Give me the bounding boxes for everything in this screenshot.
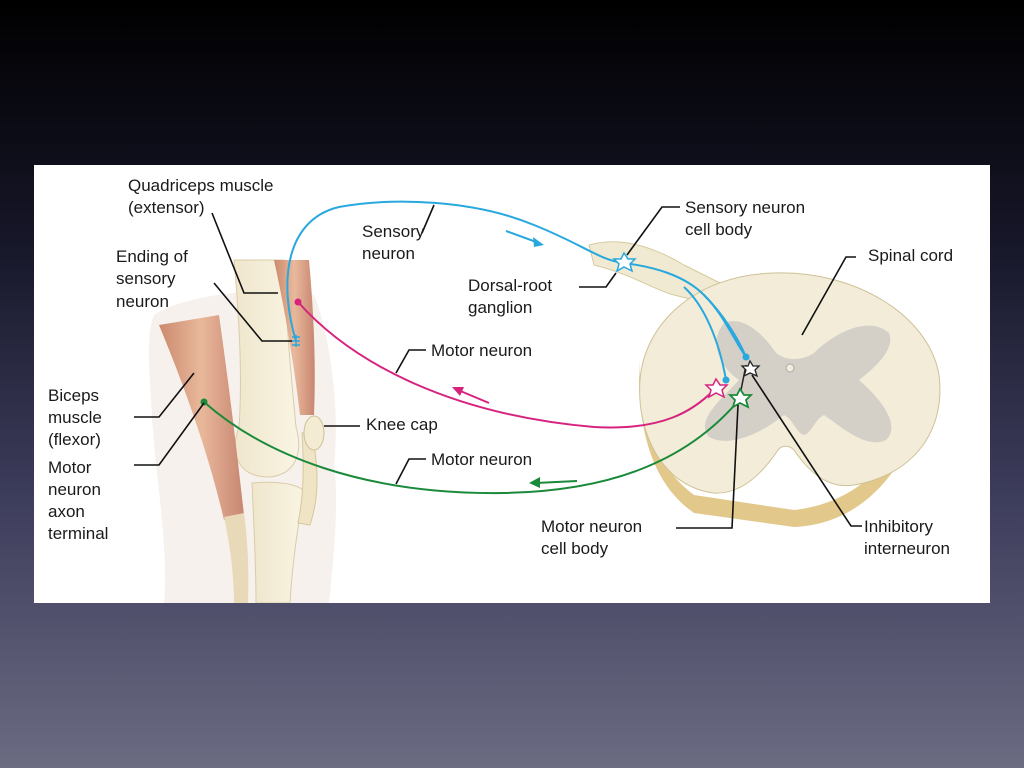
leader-spinal-cord [801,256,856,336]
biceps-tendon [224,513,249,603]
leader-motor-bottom [395,458,426,485]
motor-neuron-flexor-path [203,399,740,495]
cell-bodies [612,251,761,409]
reflex-diagram-panel: Quadriceps muscle (extensor) Ending of s… [34,165,990,603]
sensory-branch-to-motor [683,286,727,381]
sensory-neuron-path [286,200,747,358]
sensory-terminal-dot-2 [722,376,730,384]
leader-ending [213,282,292,342]
gray-matter [704,321,892,443]
label-dorsal-root: Dorsal-root ganglion [468,276,557,317]
motor-extensor-cell-body-star [704,377,729,399]
motor-flexor-terminal [200,398,208,406]
label-knee-cap: Knee cap [366,415,438,434]
label-motor-neuron-top: Motor neuron [431,341,532,360]
motor-flow-arrowhead-bottom [529,477,540,488]
leader-motor-cell-body [676,404,739,529]
biceps-muscle-shape [159,315,244,520]
motor-extensor-terminal [294,298,302,306]
label-sensory-neuron: Sensory neuron [362,222,429,263]
label-motor-cell-body: Motor neuron cell body [541,517,647,558]
leader-sensory-neuron [421,204,435,234]
label-spinal-cord: Spinal cord [868,246,953,265]
leader-biceps [134,372,195,418]
label-quadriceps: Quadriceps muscle (extensor) [128,176,278,217]
label-biceps: Biceps muscle (flexor) [48,386,107,449]
leader-lines [134,204,862,529]
label-sensory-cell-body: Sensory neuron cell body [685,198,810,239]
knee-cap-shape [303,415,325,451]
label-inhibitory: Inhibitory interneuron [864,517,950,558]
leader-inhibitory [751,374,862,527]
motor-flow-arrow-bottom [535,480,578,484]
femur-bone [233,259,300,478]
motor-flow-arrow-top [457,389,490,404]
sensory-terminal-dot [742,353,750,361]
label-motor-terminal: Motor neuron axon terminal [48,458,108,543]
leader-quadriceps [211,212,278,294]
labels: Quadriceps muscle (extensor) Ending of s… [48,176,953,558]
knee-jerk-reflex-diagram: Quadriceps muscle (extensor) Ending of s… [48,176,953,603]
interneuron-cell-body-star [740,359,761,378]
sensory-cell-body-star [612,251,637,273]
motor-flow-arrowhead-top [452,387,464,396]
tibia-bone [251,481,305,603]
patellar-tendon [297,432,318,526]
motor-flexor-cell-body-star [727,387,754,409]
sensory-to-interneuron-branch [703,294,747,358]
label-motor-neuron-bottom: Motor neuron [431,450,532,469]
leader-sensory-cell-body [626,206,680,256]
motor-neuron-extensor-path [297,301,715,429]
label-ending: Ending of sensory neuron [116,247,193,311]
leader-motor-top [395,349,426,374]
spinal-cord-illustration [588,241,941,527]
leader-dorsal-root [579,272,617,288]
sensory-ending-icon [292,335,300,347]
neuron-paths [200,200,750,495]
central-canal [785,363,795,373]
leader-motor-terminal [134,402,205,466]
sensory-flow-arrowhead [533,237,544,247]
